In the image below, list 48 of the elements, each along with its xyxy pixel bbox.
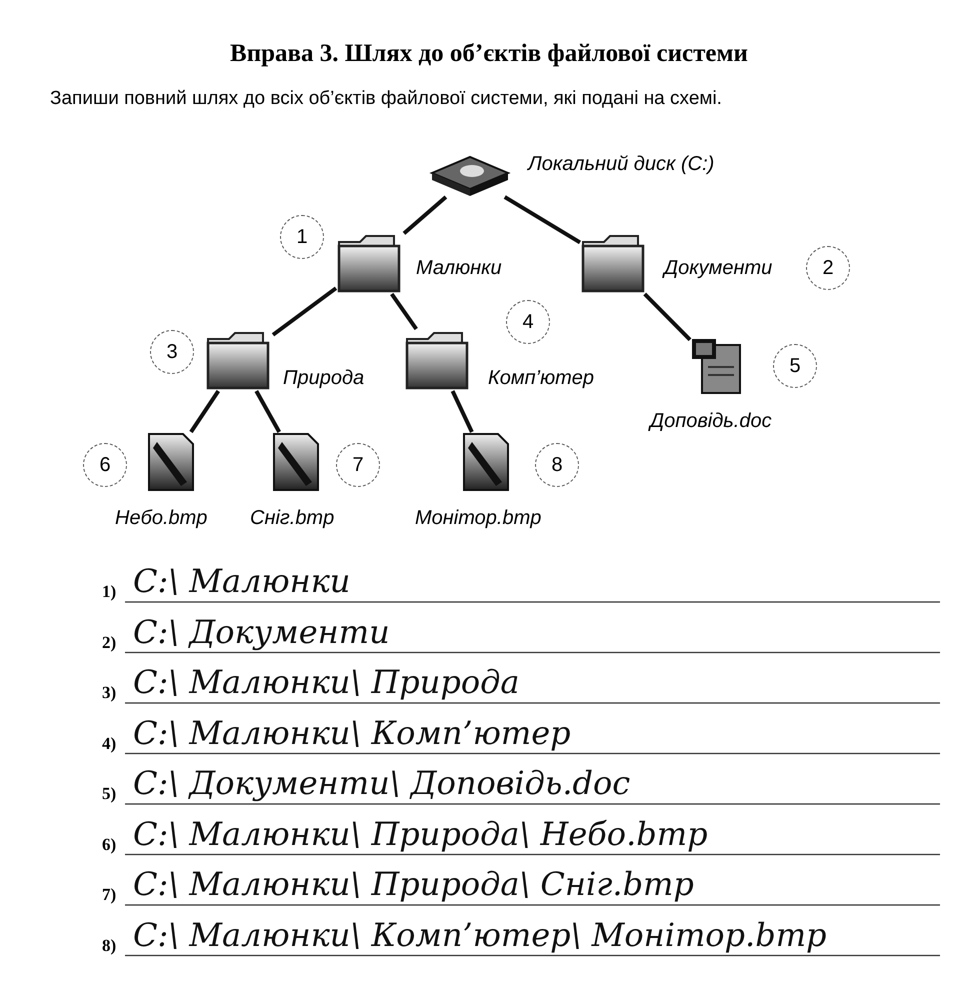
document-icon bbox=[690, 337, 742, 395]
handwritten-answer: C:\ Малюнки\ Природа\ Небо.bmp bbox=[133, 814, 708, 852]
connector-line bbox=[272, 286, 338, 336]
folder-name: Монітор.bmp bbox=[415, 507, 542, 530]
callout-number: 2 bbox=[806, 246, 850, 290]
folder-name: Небо.bmp bbox=[115, 507, 208, 530]
connector-line bbox=[254, 390, 281, 433]
row-number: 6) bbox=[102, 834, 116, 854]
connector-line bbox=[504, 195, 582, 244]
image-file-icon bbox=[147, 432, 195, 492]
callout-number: 1 bbox=[280, 215, 324, 259]
folder-name: Комп’ютер bbox=[488, 367, 594, 390]
callout-number: 8 bbox=[535, 443, 579, 487]
connector-line bbox=[189, 390, 220, 434]
connector-line bbox=[402, 196, 448, 235]
row-number: 8) bbox=[102, 936, 116, 956]
folder-name: Природа bbox=[283, 367, 364, 390]
callout-number: 3 bbox=[150, 330, 194, 374]
handwritten-answer: C:\ Малюнки\ Комп’ютер\ Монітор.bmp bbox=[133, 916, 827, 954]
handwritten-answer: C:\ Малюнки bbox=[133, 562, 350, 600]
instruction-text: Запиши повний шлях до всіх об’єктів файлової системи, які подані на схемі. bbox=[50, 88, 723, 110]
callout-number: 6 bbox=[83, 443, 127, 487]
folder-name: Документи bbox=[664, 257, 772, 280]
callout-number: 7 bbox=[336, 443, 380, 487]
row-number: 5) bbox=[102, 784, 116, 804]
disk-icon bbox=[428, 155, 512, 197]
row-number: 3) bbox=[102, 683, 116, 703]
connector-line bbox=[643, 292, 692, 342]
folder-name: Доповідь.doc bbox=[650, 410, 772, 433]
row-number: 1) bbox=[102, 582, 116, 602]
connector-line bbox=[390, 292, 418, 330]
handwritten-answer: C:\ Малюнки\ Природа\ Сніг.bmp bbox=[133, 865, 694, 903]
image-file-icon bbox=[272, 432, 320, 492]
handwritten-answer: C:\ Малюнки\ Комп’ютер bbox=[133, 714, 571, 752]
folder-name: Сніг.bmp bbox=[250, 507, 334, 530]
row-number: 7) bbox=[102, 885, 116, 905]
title: Вправа 3. Шлях до об’єктів файлової системи bbox=[229, 40, 749, 68]
handwritten-answer: C:\ Документи bbox=[133, 612, 390, 650]
row-number: 4) bbox=[102, 734, 116, 754]
callout-number: 5 bbox=[773, 344, 817, 388]
connector-line bbox=[450, 390, 474, 433]
folder-name: Малюнки bbox=[416, 257, 502, 280]
handwritten-answer: C:\ Документи\ Доповідь.doc bbox=[133, 764, 630, 802]
folder-name: Локальний диск (С:) bbox=[528, 153, 714, 176]
handwritten-answer: C:\ Малюнки\ Природа bbox=[133, 663, 520, 701]
row-number: 2) bbox=[102, 632, 116, 652]
callout-number: 4 bbox=[506, 300, 550, 344]
image-file-icon bbox=[462, 432, 510, 492]
